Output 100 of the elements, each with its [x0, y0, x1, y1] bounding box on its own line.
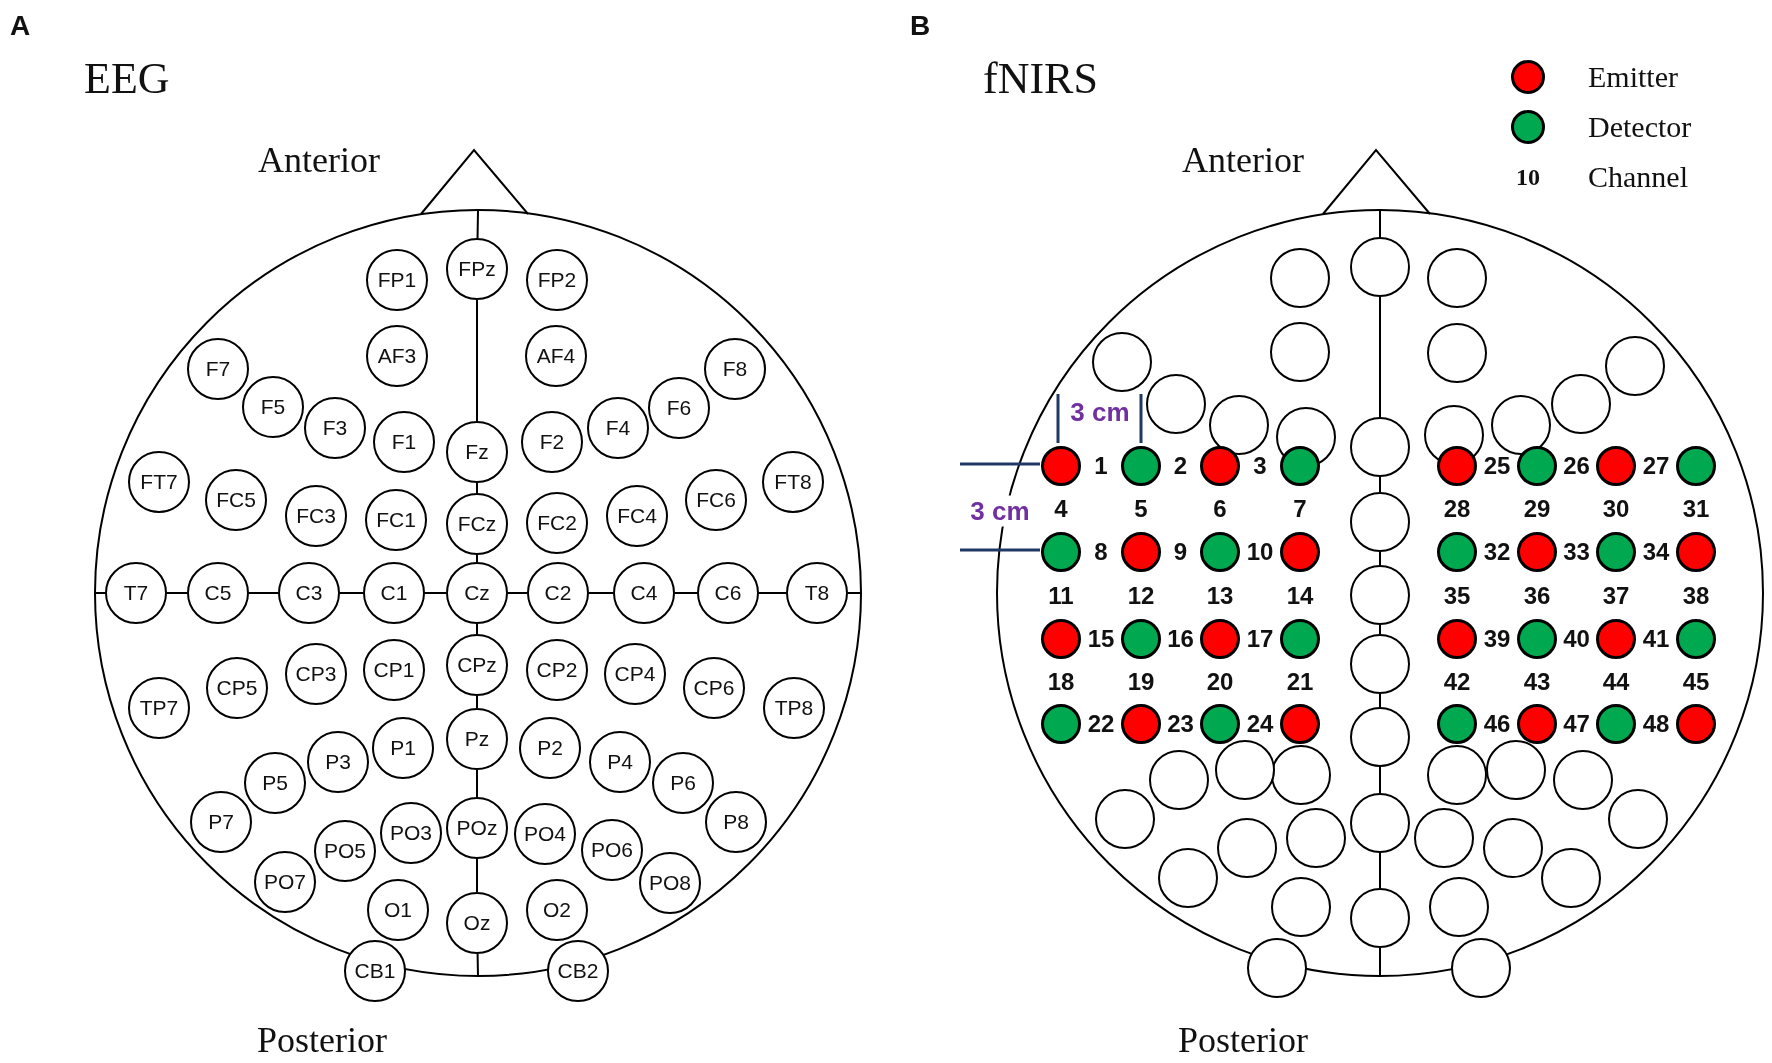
electrode-circle: CPz: [446, 634, 508, 696]
electrode-circle: CB1: [344, 940, 406, 1002]
channel-number: 48: [1642, 710, 1670, 738]
channel-number: 32: [1483, 538, 1511, 566]
connector-line: [1379, 852, 1381, 889]
emitter-circle: [1437, 619, 1477, 659]
emitter-circle: [1280, 532, 1320, 572]
electrode-circle: POz: [446, 797, 508, 859]
electrode-circle: O1: [367, 879, 429, 941]
channel-number: 19: [1127, 667, 1155, 696]
detector-circle: [1280, 619, 1320, 659]
optode-position-circle: [1270, 248, 1330, 308]
legend-text: Emitter: [1588, 60, 1678, 94]
electrode-circle: AF4: [525, 325, 587, 387]
emitter-circle: [1437, 446, 1477, 486]
optode-position-circle: [1350, 634, 1410, 694]
optode-position-circle: [1350, 888, 1410, 948]
connector-line: [424, 592, 447, 594]
optode-position-circle: [1149, 750, 1209, 810]
emitter-circle: [1676, 704, 1716, 744]
electrode-circle: PO4: [514, 803, 576, 865]
emitter-circle: [1121, 532, 1161, 572]
connector-line: [1379, 296, 1381, 418]
electrode-circle: F7: [187, 338, 249, 400]
legend-text: Channel: [1588, 160, 1688, 194]
electrode-circle: F2: [521, 411, 583, 473]
connector-line: [1379, 210, 1381, 238]
channel-number: 13: [1206, 581, 1234, 610]
electrode-circle: F4: [587, 397, 649, 459]
optode-position-circle: [1286, 808, 1346, 868]
electrode-circle: TP8: [763, 677, 825, 739]
electrode-circle: C4: [613, 562, 675, 624]
electrode-circle: P1: [372, 717, 434, 779]
detector-circle: [1596, 532, 1636, 572]
electrode-circle: PO6: [581, 819, 643, 881]
electrode-circle: CP1: [363, 639, 425, 701]
channel-number: 45: [1682, 667, 1710, 696]
connector-line: [1379, 766, 1381, 794]
electrode-circle: F3: [304, 397, 366, 459]
optode-position-circle: [1209, 395, 1269, 455]
optode-position-circle: [1429, 877, 1489, 937]
electrode-circle: FC1: [365, 489, 427, 551]
connector-line: [847, 592, 862, 594]
channel-number: 6: [1213, 495, 1227, 523]
connector-line: [476, 858, 478, 893]
electrode-circle: Pz: [446, 708, 508, 770]
connector-line: [1379, 476, 1381, 493]
channel-number: 4: [1054, 495, 1068, 523]
connector-line: [476, 299, 478, 422]
electrode-circle: PO3: [380, 802, 442, 864]
channel-number: 9: [1173, 538, 1188, 566]
electrode-circle: PO5: [314, 820, 376, 882]
direction-label: Posterior: [1178, 1019, 1308, 1061]
connector-line: [1379, 947, 1381, 977]
connector-line: [476, 554, 478, 563]
optode-position-circle: [1451, 938, 1511, 998]
optode-position-circle: [1427, 745, 1487, 805]
channel-number: 20: [1206, 667, 1234, 696]
optode-position-circle: [1350, 793, 1410, 853]
connector-line: [476, 482, 478, 494]
electrode-circle: P7: [190, 791, 252, 853]
channel-number: 21: [1286, 667, 1314, 696]
electrode-circle: FT8: [762, 451, 824, 513]
detector-circle: [1280, 446, 1320, 486]
emitter-circle: [1596, 619, 1636, 659]
electrode-circle: AF3: [366, 325, 428, 387]
optode-position-circle: [1486, 740, 1546, 800]
electrode-circle: P6: [652, 752, 714, 814]
optode-position-circle: [1350, 237, 1410, 297]
emitter-circle: [1517, 704, 1557, 744]
panel-title: EEG: [84, 52, 170, 104]
legend-text: Detector: [1588, 110, 1692, 144]
electrode-circle: C2: [527, 562, 589, 624]
detector-circle: [1200, 532, 1240, 572]
optode-position-circle: [1350, 565, 1410, 625]
channel-number: 43: [1523, 667, 1551, 696]
channel-number: 10: [1246, 538, 1274, 566]
electrode-circle: O2: [526, 879, 588, 941]
channel-number: 29: [1523, 495, 1551, 523]
detector-circle: [1121, 446, 1161, 486]
optode-position-circle: [1215, 740, 1275, 800]
electrode-circle: FP1: [366, 249, 428, 311]
optode-position-circle: [1427, 323, 1487, 383]
emitter-circle: [1517, 532, 1557, 572]
channel-number: 1: [1094, 452, 1108, 480]
electrode-circle: FT7: [128, 451, 190, 513]
electrode-circle: FC5: [205, 469, 267, 531]
legend-sample-number: 10: [1516, 163, 1540, 191]
optode-position-circle: [1608, 789, 1668, 849]
channel-number: 38: [1682, 581, 1710, 610]
channel-number: 34: [1642, 538, 1670, 566]
electrode-circle: CP5: [206, 657, 268, 719]
channel-number: 42: [1443, 667, 1471, 696]
channel-number: 27: [1642, 452, 1670, 480]
emitter-circle: [1041, 619, 1081, 659]
channel-number: 40: [1563, 625, 1590, 653]
electrode-circle: Cz: [446, 562, 508, 624]
electrode-circle: Oz: [446, 892, 508, 954]
electrode-circle: FC3: [285, 485, 347, 547]
optode-position-circle: [1271, 877, 1331, 937]
